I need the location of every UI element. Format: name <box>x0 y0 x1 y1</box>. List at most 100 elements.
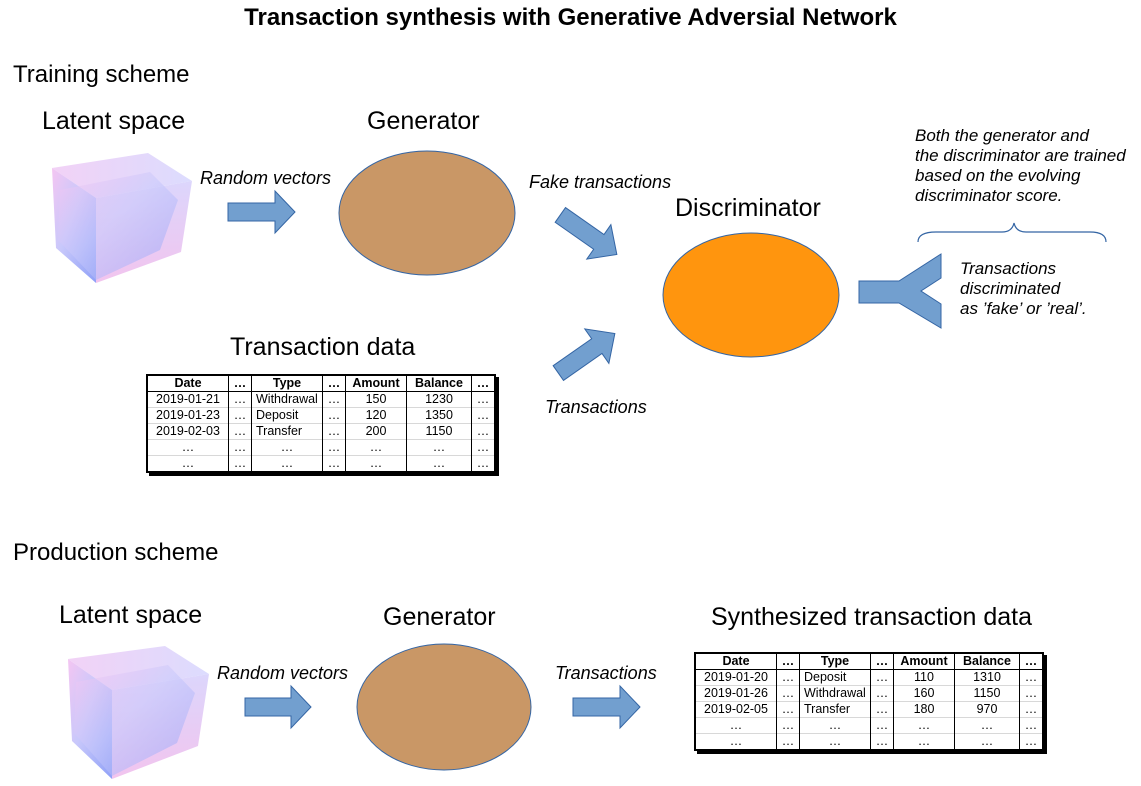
transaction-data-table: Date … Type … Amount Balance … 2019-01-2… <box>146 374 496 473</box>
table-cell: 2019-01-26 <box>695 685 777 702</box>
table-cell: … <box>322 391 346 408</box>
random-vectors-arrow <box>227 189 296 235</box>
table-cell: … <box>228 439 252 456</box>
table-cell: Deposit <box>799 669 871 686</box>
column-header: … <box>228 375 252 392</box>
table-row: … … … … … … … <box>147 455 495 472</box>
table-cell: … <box>954 717 1020 734</box>
table-cell: … <box>322 455 346 472</box>
transaction-data-label: Transaction data <box>230 333 416 361</box>
column-header: … <box>471 375 495 392</box>
column-header: Amount <box>345 375 407 392</box>
table-cell: … <box>471 455 495 472</box>
column-header: Balance <box>406 375 472 392</box>
table-cell: Withdrawal <box>799 685 871 702</box>
random-vectors-label: Random vectors <box>200 168 332 188</box>
table-cell: … <box>345 439 407 456</box>
note-line: the discriminator are trained <box>915 146 1126 165</box>
table-cell: 2019-01-21 <box>147 391 229 408</box>
generator-label: Generator <box>367 107 480 135</box>
table-cell: … <box>695 733 777 750</box>
column-header: Type <box>251 375 323 392</box>
table-row: … … … … … … … <box>695 717 1043 734</box>
table-cell: 2019-02-03 <box>147 423 229 440</box>
table-cell: … <box>776 717 800 734</box>
table-row: 2019-02-03 … Transfer … 200 1150 … <box>147 423 495 440</box>
table-cell: 1310 <box>954 669 1020 686</box>
table-cell: … <box>893 733 955 750</box>
table-cell: 200 <box>345 423 407 440</box>
note-line: discriminated <box>960 279 1061 298</box>
generator-label: Generator <box>383 603 496 631</box>
table-cell: 160 <box>893 685 955 702</box>
column-header: Date <box>695 653 777 670</box>
random-vectors-arrow <box>244 684 312 730</box>
latent-space-cube <box>68 646 209 779</box>
table-cell: … <box>1019 733 1043 750</box>
table-cell: … <box>870 685 894 702</box>
fake-transactions-arrow <box>554 206 618 260</box>
table-cell: … <box>251 439 323 456</box>
table-cell: … <box>471 391 495 408</box>
generator-ellipse <box>356 643 532 771</box>
transactions-label: Transactions <box>555 663 657 683</box>
column-header: … <box>776 653 800 670</box>
note-line: Transactions <box>960 259 1057 278</box>
table-cell: 1230 <box>406 391 472 408</box>
table-cell: 120 <box>345 407 407 424</box>
table-cell: … <box>776 685 800 702</box>
table-cell: … <box>251 455 323 472</box>
table-cell: 1150 <box>954 685 1020 702</box>
note-line: based on the evolving <box>915 166 1081 185</box>
table-cell: … <box>345 455 407 472</box>
table-cell: … <box>776 733 800 750</box>
table-cell: … <box>471 407 495 424</box>
brace <box>917 222 1107 243</box>
column-header: … <box>870 653 894 670</box>
table-row: 2019-01-20 … Deposit … 110 1310 … <box>695 669 1043 686</box>
column-header: Amount <box>893 653 955 670</box>
table-cell: … <box>147 439 229 456</box>
note-line: Both the generator and <box>915 126 1089 145</box>
table-cell: … <box>228 407 252 424</box>
table-cell: … <box>799 717 871 734</box>
table-cell: … <box>228 455 252 472</box>
table-cell: 2019-01-23 <box>147 407 229 424</box>
latent-space-cube <box>52 153 192 283</box>
synthesized-data-label: Synthesized transaction data <box>711 603 1033 631</box>
note-line: as ’fake’ or ’real’. <box>960 299 1087 318</box>
table-cell: … <box>870 669 894 686</box>
table-cell: … <box>322 439 346 456</box>
table-cell: Transfer <box>799 701 871 718</box>
column-header: … <box>322 375 346 392</box>
synthesized-data-table: Date … Type … Amount Balance … 2019-01-2… <box>694 652 1044 751</box>
table-cell: … <box>406 439 472 456</box>
generator-ellipse <box>338 150 516 276</box>
table-cell: … <box>228 391 252 408</box>
discriminator-ellipse <box>662 232 840 358</box>
table-cell: 110 <box>893 669 955 686</box>
table-cell: 1150 <box>406 423 472 440</box>
table-row: … … … … … … … <box>147 439 495 456</box>
table-cell: … <box>695 717 777 734</box>
column-header: … <box>1019 653 1043 670</box>
real-transactions-arrow <box>552 328 616 382</box>
table-cell: … <box>870 717 894 734</box>
discrimination-output-note: Transactions discriminated as ’fake’ or … <box>960 259 1087 319</box>
table-cell: … <box>1019 717 1043 734</box>
table-cell: … <box>322 423 346 440</box>
column-header: Date <box>147 375 229 392</box>
table-cell: … <box>471 423 495 440</box>
table-cell: … <box>954 733 1020 750</box>
table-cell: 2019-02-05 <box>695 701 777 718</box>
table-cell: … <box>228 423 252 440</box>
table-cell: … <box>471 439 495 456</box>
column-header: Type <box>799 653 871 670</box>
table-header-row: Date … Type … Amount Balance … <box>147 375 495 392</box>
table-cell: … <box>147 455 229 472</box>
table-cell: Transfer <box>251 423 323 440</box>
table-row: 2019-01-23 … Deposit … 120 1350 … <box>147 407 495 424</box>
table-cell: 2019-01-20 <box>695 669 777 686</box>
diagram-title: Transaction synthesis with Generative Ad… <box>244 4 897 31</box>
